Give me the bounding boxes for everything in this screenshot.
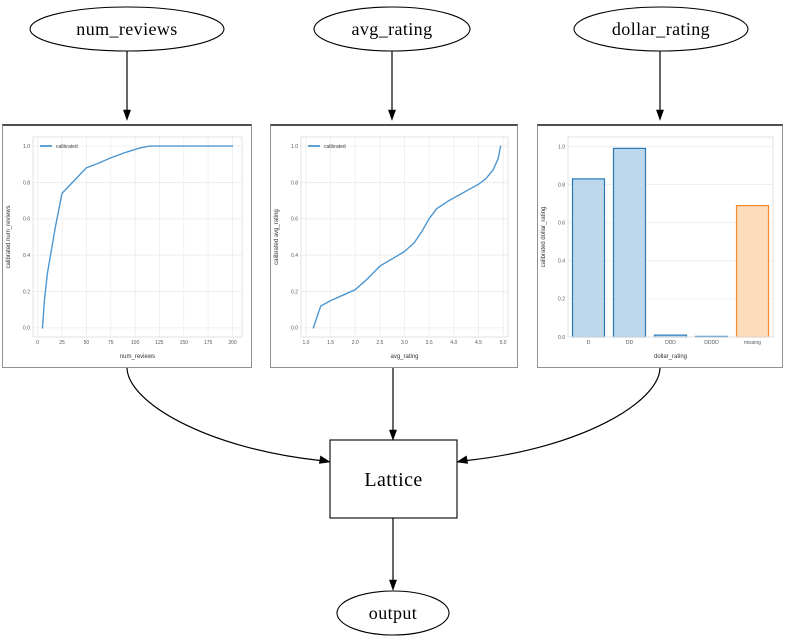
y-tick-label: 0.2: [291, 289, 298, 295]
x-tick-label: 50: [84, 340, 90, 346]
y-tick-label: 1.0: [291, 144, 298, 150]
arrowhead: [389, 429, 397, 441]
x-tick-label: 175: [204, 340, 213, 346]
x-tick-label: DD: [626, 340, 634, 346]
y-tick-label: 0.4: [23, 253, 30, 259]
y-tick-label: 0.0: [291, 326, 298, 332]
x-tick-label: 4.5: [475, 340, 482, 346]
legend-label: calibrated: [56, 144, 78, 150]
x-axis-label: dollar_rating: [654, 354, 687, 360]
y-tick-label: 0.0: [23, 326, 30, 332]
y-axis-label: calibrated num_reviews: [6, 205, 12, 268]
arrowhead: [123, 109, 131, 121]
arrowhead: [656, 109, 664, 121]
bar: [735, 204, 770, 338]
x-tick-label: 1.5: [327, 340, 334, 346]
num-reviews-ellipse: [29, 6, 225, 52]
y-tick-label: 0.6: [23, 217, 30, 223]
plot-border: [300, 136, 509, 338]
node-output: output: [336, 590, 450, 636]
avg-rating-chart-svg: 0.0 0.2 0.4 0.6 0.8 1.0 1.0 1.5 2.0 2.5 3.0 3.5 4.0 4…: [271, 126, 517, 366]
x-tick-label: 125: [155, 340, 164, 346]
x-tick-label: 1.0: [302, 340, 309, 346]
lattice-box: [329, 439, 458, 519]
figure-bg: [271, 126, 517, 366]
plot-border: [567, 136, 774, 338]
arrowhead: [389, 579, 397, 591]
y-tick-label: 0.6: [291, 217, 298, 223]
x-tick-label: 4.0: [450, 340, 457, 346]
y-tick-label: 0.4: [558, 259, 565, 265]
y-tick-label: 0.6: [558, 221, 565, 227]
calibration-line: [41, 145, 234, 329]
edge-num-reviews-to-plot: [123, 51, 131, 121]
x-tick-label: DDDD: [704, 340, 719, 346]
y-tick-label: 0.4: [291, 253, 298, 259]
x-tick-label: D: [587, 340, 591, 346]
y-tick-label: 0.0: [558, 335, 565, 341]
edge-avg-rating-to-plot: [388, 51, 396, 121]
x-tick-label: 0: [36, 340, 39, 346]
node-num-reviews: num_reviews: [29, 6, 225, 52]
x-tick-label: 3.5: [426, 340, 433, 346]
x-tick-label: 3.0: [401, 340, 408, 346]
figure-bg: [3, 126, 251, 366]
lattice-label: Lattice: [364, 469, 422, 491]
x-tick-label: 2.0: [352, 340, 359, 346]
y-tick-label: 1.0: [23, 144, 30, 150]
y-tick-label: 1.0: [558, 144, 565, 150]
y-tick-label: 0.8: [23, 180, 30, 186]
num-reviews-calibration-plot: 0.0 0.2 0.4 0.6 0.8 1.0 0 25 50 75 100 125 150 175 200…: [2, 124, 252, 368]
node-dollar-rating: dollar_rating: [573, 6, 749, 52]
plot-border: [32, 136, 243, 338]
x-axis-label: avg_rating: [390, 354, 418, 360]
node-lattice: Lattice: [329, 439, 458, 519]
x-tick-label: 100: [131, 340, 140, 346]
output-ellipse: [336, 590, 450, 636]
bar: [571, 178, 606, 338]
avg-rating-label: avg_rating: [352, 19, 433, 39]
x-tick-label: DDD: [665, 340, 676, 346]
edge-dollar-rating-to-plot: [656, 51, 664, 121]
x-tick-label: 200: [228, 340, 237, 346]
avg-rating-calibration-plot: 0.0 0.2 0.4 0.6 0.8 1.0 1.0 1.5 2.0 2.5 3.0 3.5 4.0 4…: [270, 124, 518, 368]
edge-lattice-to-output: [389, 518, 397, 591]
num-reviews-chart-svg: 0.0 0.2 0.4 0.6 0.8 1.0 0 25 50 75 100 125 150 175 200…: [3, 126, 251, 366]
num-reviews-label: num_reviews: [76, 19, 177, 39]
y-axis-label: calibrated dollar_rating: [541, 207, 547, 268]
edge-plot2-to-lattice: [389, 368, 397, 441]
edge-plot1-to-lattice: [126, 367, 331, 464]
y-tick-label: 0.2: [558, 297, 565, 303]
dollar-rating-ellipse: [573, 6, 749, 52]
avg-rating-ellipse: [313, 6, 471, 52]
legend-label: calibrated: [324, 144, 346, 150]
output-label: output: [369, 603, 417, 623]
edge-plot3-to-lattice: [456, 367, 661, 464]
x-tick-label: 5.0: [500, 340, 507, 346]
dollar-rating-label: dollar_rating: [612, 19, 710, 39]
x-tick-label: 2.5: [376, 340, 383, 346]
arrowhead: [456, 455, 469, 464]
calibration-line: [312, 145, 502, 329]
y-tick-label: 0.2: [23, 289, 30, 295]
x-tick-label: missing: [744, 340, 761, 346]
y-tick-label: 0.8: [558, 182, 565, 188]
bar: [612, 147, 647, 338]
y-tick-label: 0.8: [291, 180, 298, 186]
y-axis-label: calibrated avg_rating: [274, 209, 280, 265]
node-avg-rating: avg_rating: [313, 6, 471, 52]
x-tick-label: 25: [59, 340, 65, 346]
x-tick-label: 150: [180, 340, 189, 346]
x-tick-label: 75: [108, 340, 114, 346]
arrowhead: [388, 109, 396, 121]
arrowhead: [318, 455, 331, 464]
x-axis-label: num_reviews: [120, 354, 155, 360]
